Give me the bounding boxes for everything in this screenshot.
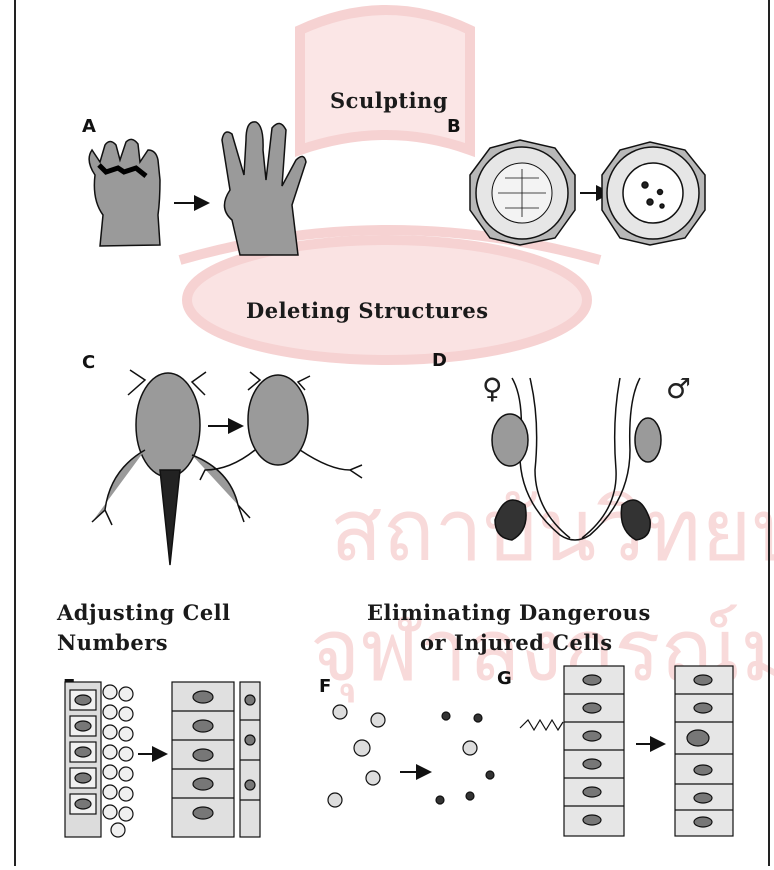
panel-a-paw-sculpted [222, 122, 306, 255]
panel-g-after [675, 666, 733, 836]
panel-f-cells [328, 705, 494, 807]
panel-g-before [564, 666, 624, 836]
panel-b-hollow-ball [602, 142, 705, 245]
panel-g-radiation [520, 720, 563, 730]
panel-e-before [65, 682, 133, 837]
panel-b-solid-ball [470, 140, 575, 245]
panel-c-froglet-with-tail [92, 370, 250, 565]
panel-e-after [172, 682, 260, 837]
panel-a-paw-webbed [89, 139, 160, 246]
panel-d-ducts [492, 378, 661, 540]
